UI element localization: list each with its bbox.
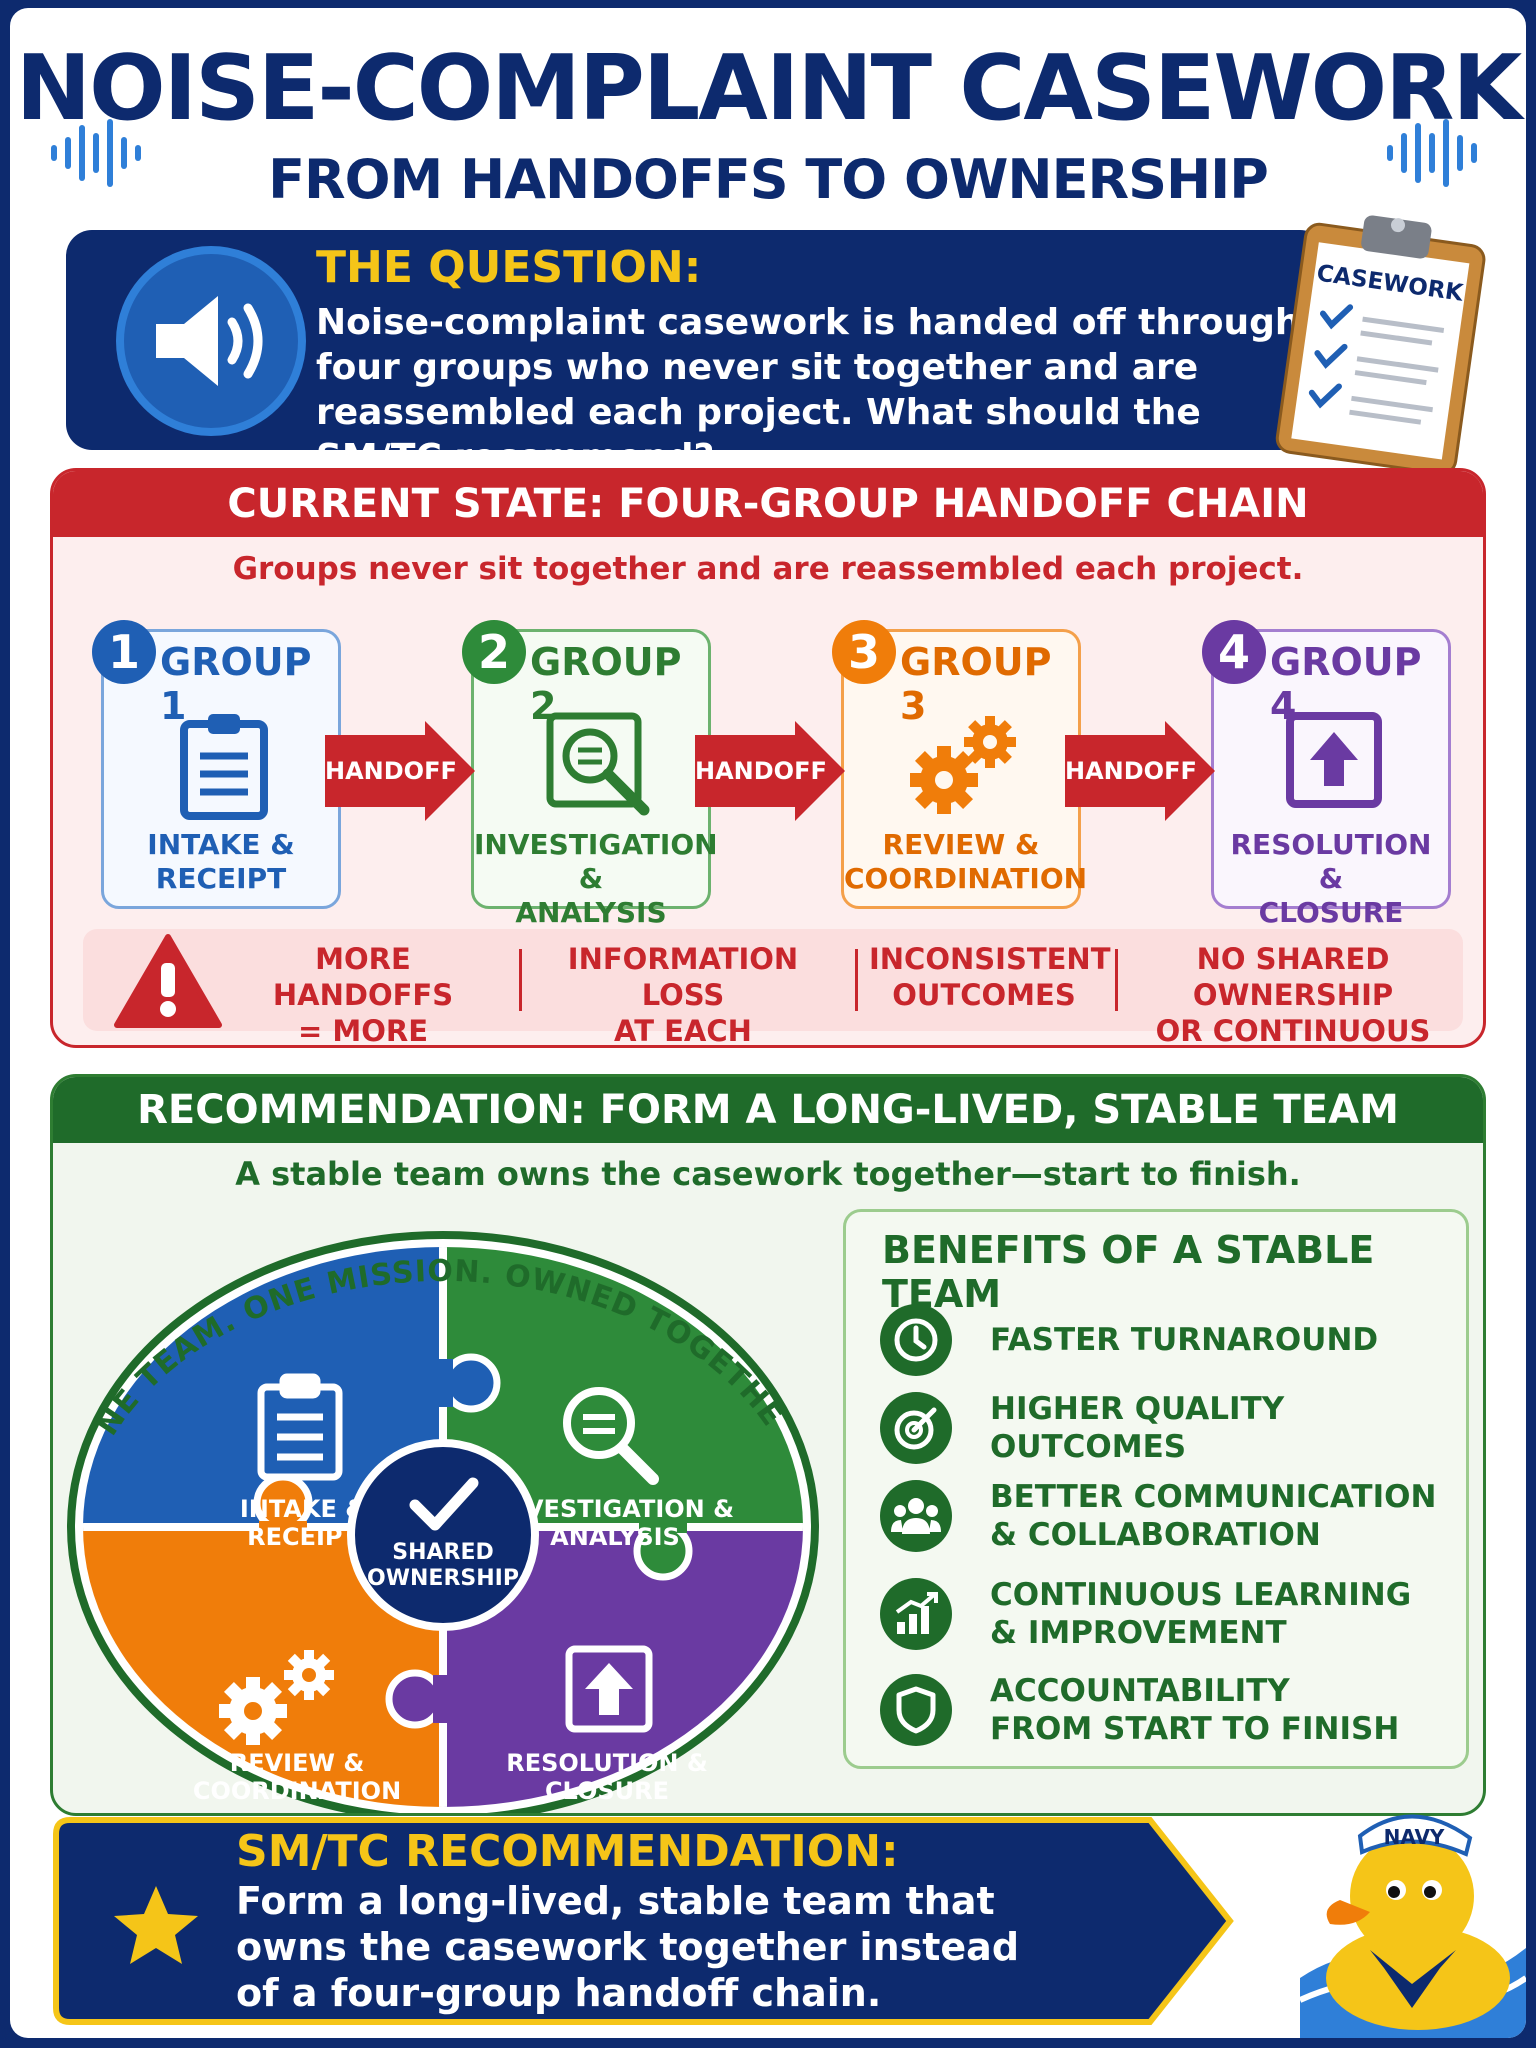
- magnifier-icon: [563, 1387, 659, 1485]
- benefit-item: HIGHER QUALITY OUTCOMES: [880, 1391, 1460, 1472]
- piece-label: RECEIPT: [247, 1523, 359, 1551]
- final-text: Form a long-lived, stable team that owns…: [236, 1879, 1020, 2015]
- question-text: Noise-complaint casework is handed off t…: [316, 302, 1301, 478]
- shared-ownership-badge: [347, 1439, 539, 1631]
- center-label: SHARED: [392, 1540, 494, 1565]
- piece-label: CLOSURE: [545, 1777, 669, 1805]
- final-label: SM/TC RECOMMENDATION:: [236, 1826, 899, 1877]
- magnifier-icon: [546, 712, 650, 816]
- center-label: OWNERSHIP: [367, 1566, 519, 1591]
- checkmark-icon: [409, 1477, 479, 1531]
- gears-icon: [219, 1650, 334, 1745]
- recommendation-panel: RECOMMENDATION: FORM A LONG-LIVED, STABL…: [50, 1074, 1486, 1816]
- benefit-item: CONTINUOUS LEARNING& IMPROVEMENT: [880, 1577, 1460, 1658]
- warning-icon: [114, 934, 222, 1028]
- speaker-icon: [116, 246, 306, 436]
- clipboard-icon: CASEWORK: [1275, 215, 1486, 474]
- final-recommendation-banner: [53, 1817, 1234, 2025]
- shield-icon: [880, 1674, 952, 1746]
- group-name: GROUP 1: [160, 640, 312, 728]
- clipboard-icon: [257, 1373, 343, 1481]
- group-number: 2: [462, 620, 526, 684]
- benefit-item: BETTER COMMUNICATION& COLLABORATION: [880, 1479, 1460, 1560]
- infographic: NOISE-COMPLAINT CASEWORK FROM HANDOFFS T…: [10, 8, 1526, 2038]
- group-label: RESOLUTION &CLOSURE: [1230, 828, 1432, 929]
- sound-wave-right-icon: [1387, 119, 1477, 187]
- handoff-arrow: HANDOFF: [325, 721, 475, 825]
- star-icon: [114, 1886, 198, 1964]
- group-4-card: 4 GROUP 4 RESOLUTION &CLOSURE: [1202, 620, 1451, 929]
- people-icon: [880, 1480, 952, 1552]
- group-3-card: 3 GROUP 3: [832, 620, 1088, 909]
- group-name: GROUP 4: [1270, 640, 1422, 728]
- current-state-panel: CURRENT STATE: FOUR-GROUP HANDOFF CHAIN …: [50, 468, 1486, 1048]
- risk-item: MORE HANDOFFS= MORE DELAYS: [272, 942, 454, 1048]
- group-number: 4: [1202, 620, 1266, 684]
- benefits-title: BENEFITS OF A STABLE TEAM: [882, 1228, 1375, 1316]
- group-name: GROUP 3: [900, 640, 1052, 728]
- current-state-title: CURRENT STATE: FOUR-GROUP HANDOFF CHAIN: [53, 471, 1483, 537]
- risk-row: MORE HANDOFFS= MORE DELAYS INFORMATION L…: [83, 929, 1463, 1045]
- clipboard-icon: [180, 714, 268, 820]
- recommendation-title: RECOMMENDATION: FORM A LONG-LIVED, STABL…: [53, 1077, 1483, 1143]
- group-number: 3: [832, 620, 896, 684]
- piece-label: ANALYSIS: [550, 1523, 680, 1551]
- upload-arrow-icon: [1286, 712, 1382, 808]
- handoff-arrow: HANDOFF: [695, 721, 845, 825]
- divider: [519, 949, 522, 1011]
- handoff-arrow: HANDOFF: [1065, 721, 1215, 825]
- group-2-card: 2 GROUP 2 INVESTIGATION &ANALYSIS: [462, 620, 718, 929]
- current-state-subtitle: Groups never sit together and are reasse…: [232, 551, 1304, 587]
- sailor-duck-mascot: NAVY: [1300, 1814, 1526, 2038]
- sound-wave-left-icon: [51, 119, 141, 187]
- page-subtitle: FROM HANDOFFS TO OWNERSHIP: [268, 148, 1269, 211]
- benefit-item: FASTER TURNAROUND: [880, 1304, 1460, 1384]
- piece-label: COORDINATION: [193, 1777, 401, 1805]
- group-label: REVIEW &COORDINATION: [844, 828, 1088, 895]
- gears-icon: [910, 716, 1016, 814]
- clock-icon: [880, 1304, 952, 1376]
- target-icon: [880, 1392, 952, 1464]
- piece-label: INTAKE &: [240, 1495, 366, 1523]
- page-title: NOISE-COMPLAINT CASEWORK: [15, 36, 1522, 141]
- team-puzzle-diagram: ONE TEAM. ONE MISSION. OWNED TOGETHER.: [53, 1187, 819, 1813]
- group-label: INVESTIGATION &ANALYSIS: [474, 828, 718, 929]
- group-number: 1: [92, 620, 156, 684]
- question-label: THE QUESTION:: [316, 242, 702, 293]
- growth-chart-icon: [880, 1578, 952, 1650]
- divider: [1115, 949, 1118, 1011]
- divider: [855, 949, 858, 1011]
- mascot-hat-label: NAVY: [1384, 1825, 1445, 1849]
- upload-arrow-icon: [565, 1645, 653, 1733]
- question-panel: THE QUESTION: Noise-complaint casework i…: [66, 230, 1326, 478]
- piece-label: REVIEW &: [230, 1749, 365, 1777]
- group-label: INTAKE &RECEIPT: [147, 828, 295, 895]
- benefits-panel: BENEFITS OF A STABLE TEAM FASTER TURNARO…: [843, 1209, 1469, 1769]
- recommendation-subtitle: A stable team owns the casework together…: [235, 1155, 1301, 1193]
- piece-label: RESOLUTION &: [506, 1749, 708, 1777]
- group-1-card: 1 GROUP 1 INTAKE &RECEIPT: [92, 620, 341, 909]
